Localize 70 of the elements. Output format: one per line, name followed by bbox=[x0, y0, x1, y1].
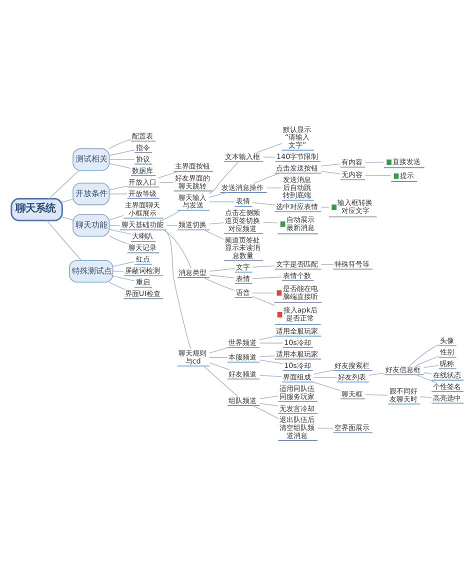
connector bbox=[258, 354, 274, 357]
connector bbox=[258, 342, 283, 343]
connector bbox=[108, 158, 134, 160]
connector bbox=[313, 376, 337, 378]
connector bbox=[61, 216, 73, 220]
connector bbox=[262, 156, 276, 158]
connector bbox=[108, 185, 128, 190]
connector bbox=[202, 365, 238, 396]
connector bbox=[208, 346, 228, 353]
connector bbox=[364, 161, 384, 162]
connector bbox=[415, 374, 436, 382]
connector bbox=[208, 356, 228, 358]
connector bbox=[252, 404, 278, 418]
connector bbox=[266, 187, 282, 188]
connector bbox=[208, 160, 238, 194]
connector bbox=[252, 292, 274, 293]
connector bbox=[208, 274, 234, 278]
connector bbox=[112, 260, 134, 266]
connector bbox=[312, 381, 340, 390]
connector bbox=[252, 264, 274, 268]
connector bbox=[108, 224, 120, 226]
connector bbox=[253, 172, 280, 184]
connector bbox=[202, 228, 224, 240]
connector bbox=[159, 210, 180, 221]
connector bbox=[108, 138, 131, 149]
connector bbox=[256, 142, 282, 152]
connector bbox=[258, 374, 282, 376]
connector bbox=[108, 281, 126, 290]
connector bbox=[252, 202, 274, 205]
connector bbox=[258, 395, 278, 399]
connector bbox=[364, 394, 388, 396]
connector bbox=[108, 162, 131, 168]
connector bbox=[262, 221, 278, 223]
connector bbox=[108, 193, 128, 194]
connector bbox=[108, 214, 124, 220]
connector bbox=[202, 276, 235, 290]
connector bbox=[422, 372, 432, 374]
connector bbox=[208, 362, 230, 370]
connector bbox=[252, 295, 275, 306]
connector bbox=[108, 234, 128, 244]
connector bbox=[258, 359, 283, 364]
node-box: 聊天系统 bbox=[10, 198, 62, 221]
connector bbox=[208, 222, 224, 224]
connector bbox=[48, 170, 79, 199]
connector bbox=[164, 229, 190, 349]
connector bbox=[157, 170, 179, 178]
connector bbox=[414, 355, 439, 366]
connector bbox=[162, 229, 192, 268]
connector bbox=[320, 170, 340, 174]
connector bbox=[368, 372, 384, 376]
connector bbox=[408, 344, 439, 366]
connector bbox=[320, 163, 340, 166]
connector bbox=[316, 427, 334, 428]
connector bbox=[108, 149, 134, 156]
connector bbox=[112, 270, 124, 272]
connector bbox=[313, 369, 333, 374]
connector bbox=[419, 396, 432, 398]
connector bbox=[166, 224, 178, 226]
connector bbox=[208, 268, 234, 272]
connector bbox=[112, 275, 134, 281]
connector bbox=[208, 200, 234, 202]
connector bbox=[422, 364, 439, 368]
connector bbox=[364, 174, 391, 176]
connector bbox=[208, 192, 227, 198]
connector bbox=[252, 276, 282, 278]
connector bbox=[108, 228, 131, 234]
connector bbox=[46, 220, 81, 260]
connector bbox=[258, 335, 276, 340]
connector bbox=[61, 198, 73, 202]
connector bbox=[258, 402, 278, 406]
